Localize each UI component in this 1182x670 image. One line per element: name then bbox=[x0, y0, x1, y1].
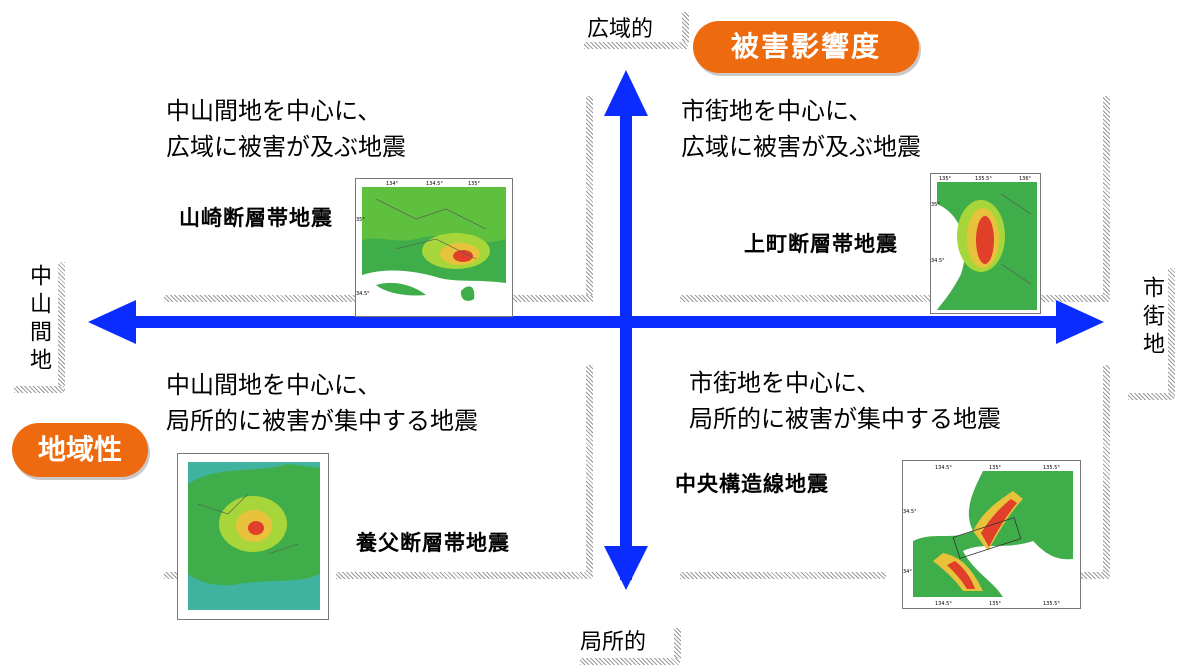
map-chuo-tick-top-2: 135° bbox=[989, 465, 1002, 471]
bracket-bottom-label bbox=[674, 628, 681, 660]
bracket-tl-horizontal bbox=[164, 295, 356, 302]
map-chuo-tick-top-3: 135.5° bbox=[1043, 465, 1060, 471]
quadrant-bottom-left-description: 中山間地を中心に、 局所的に被害が集中する地震 bbox=[166, 371, 478, 435]
bracket-tr-horizontal bbox=[680, 295, 930, 302]
map-yamasaki-tick-top-1: 134° bbox=[386, 181, 399, 187]
badge-regionality: 地域性 bbox=[12, 423, 148, 477]
bracket-left-label bbox=[58, 262, 65, 392]
bracket-br-horizontal-2 bbox=[1078, 572, 1110, 579]
bracket-top-label bbox=[682, 12, 689, 44]
map-chuo: 134.5° 135° 135.5° 34.5° 34° 134.5° 135°… bbox=[902, 460, 1081, 609]
map-yamasaki-tick-top-2: 134.5° bbox=[426, 181, 443, 187]
map-chuo-tick-left-1: 34.5° bbox=[903, 509, 917, 515]
map-uemachi-tick-left-2: 34.5° bbox=[931, 258, 945, 264]
axis-label-bottom: 局所的 bbox=[580, 630, 647, 655]
bracket-tr-horizontal-2 bbox=[1040, 295, 1110, 302]
map-chuo-tick-bottom-2: 135° bbox=[989, 601, 1002, 607]
bracket-bl-vertical bbox=[586, 365, 593, 575]
map-chuo-tick-bottom-1: 134.5° bbox=[935, 601, 952, 607]
map-uemachi: 135° 135.5° 136° 35° 34.5° bbox=[930, 173, 1041, 314]
bracket-bl-horizontal-2 bbox=[164, 572, 178, 579]
map-uemachi-tick-left-1: 35° bbox=[931, 202, 940, 208]
map-yabu bbox=[177, 453, 329, 620]
quadrant-bottom-right-description: 市街地を中心に、 局所的に被害が集中する地震 bbox=[689, 369, 1001, 433]
quadrant-top-right-description: 市街地を中心に、 広域に被害が及ぶ地震 bbox=[681, 97, 921, 161]
axis-label-left: 中山間地 bbox=[26, 264, 51, 376]
axis-label-top: 広域的 bbox=[587, 17, 654, 42]
left-arrowhead bbox=[88, 300, 136, 344]
bracket-tl-vertical bbox=[586, 96, 593, 302]
bracket-top-label-h bbox=[584, 42, 688, 49]
map-uemachi-tick-top-2: 135.5° bbox=[975, 176, 992, 182]
horizontal-axis bbox=[130, 316, 1060, 328]
bracket-tl-horizontal-2 bbox=[512, 295, 593, 302]
map-chuo-tick-bottom-3: 135.5° bbox=[1043, 601, 1060, 607]
bracket-right-label bbox=[1168, 268, 1175, 398]
right-arrowhead bbox=[1056, 300, 1104, 344]
map-chuo-tick-left-2: 34° bbox=[903, 569, 912, 575]
bracket-left-label-h bbox=[14, 386, 64, 393]
map-uemachi-tick-top-3: 136° bbox=[1019, 176, 1032, 182]
earthquake-yabu: 養父断層帯地震 bbox=[356, 531, 510, 555]
map-uemachi-tick-top-1: 135° bbox=[939, 176, 952, 182]
map-yamasaki-tick-left-1: 35° bbox=[356, 217, 365, 223]
bottom-arrowhead bbox=[604, 546, 648, 590]
map-yamasaki-tick-left-2: 34.5° bbox=[356, 291, 370, 297]
quadrant-top-left-description: 中山間地を中心に、 広域に被害が及ぶ地震 bbox=[166, 97, 406, 161]
map-yamasaki-tick-top-3: 135° bbox=[468, 181, 481, 187]
bracket-bl-horizontal bbox=[336, 572, 593, 579]
bracket-br-horizontal bbox=[680, 572, 886, 579]
bracket-tr-vertical bbox=[1103, 96, 1110, 302]
top-arrowhead bbox=[604, 70, 648, 116]
map-yamasaki: 134° 134.5° 135° 35° 34.5° bbox=[355, 178, 513, 317]
earthquake-chuo: 中央構造線地震 bbox=[675, 472, 829, 496]
map-chuo-tick-top-1: 134.5° bbox=[935, 465, 952, 471]
bracket-br-vertical bbox=[1103, 365, 1110, 575]
bracket-bottom-label-h bbox=[580, 658, 680, 665]
bracket-right-label-h bbox=[1128, 393, 1174, 400]
earthquake-uemachi: 上町断層帯地震 bbox=[744, 232, 898, 256]
vertical-axis bbox=[620, 110, 632, 580]
axis-label-right: 市街地 bbox=[1139, 276, 1164, 360]
badge-damage-impact: 被害影響度 bbox=[693, 21, 919, 73]
earthquake-yamasaki: 山崎断層帯地震 bbox=[179, 206, 333, 230]
